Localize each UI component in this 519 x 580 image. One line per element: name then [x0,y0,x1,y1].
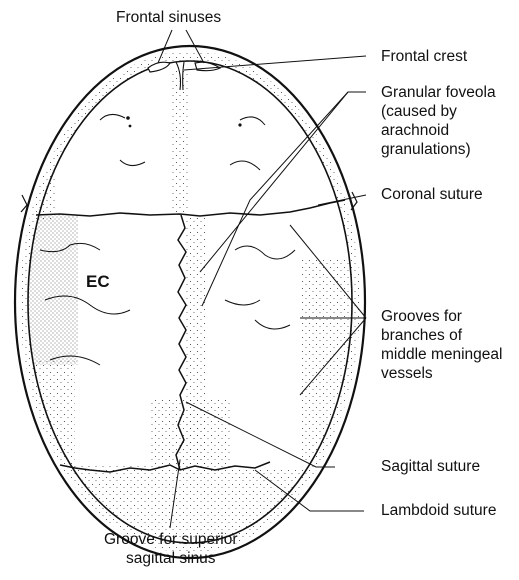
grooves-line-1: Grooves for [381,307,503,326]
ec-label: EC [86,272,110,291]
label-lambdoid-suture: Lambdoid suture [381,501,496,520]
grooves-line-4: vessels [381,364,503,383]
groove-sss-line-1: Groove for superior [104,530,238,549]
label-coronal-suture: Coronal suture [381,185,483,204]
label-granular-foveola: Granular foveola (caused by arachnoid gr… [381,83,496,159]
granular-foveola-line-4: granulations) [381,140,496,159]
label-frontal-crest: Frontal crest [381,47,467,66]
label-sagittal-suture: Sagittal suture [381,457,480,476]
label-grooves-meningeal: Grooves for branches of middle meningeal… [381,307,503,383]
grooves-line-2: branches of [381,326,503,345]
grooves-line-3: middle meningeal [381,345,503,364]
label-frontal-sinuses: Frontal sinuses [116,8,221,27]
granular-foveola-line-2: (caused by [381,102,496,121]
groove-sss-line-2: sagittal sinus [104,549,238,568]
granular-foveola-line-1: Granular foveola [381,83,496,102]
granular-foveola-line-3: arachnoid [381,121,496,140]
label-groove-superior-sagittal: Groove for superior sagittal sinus [104,530,238,568]
